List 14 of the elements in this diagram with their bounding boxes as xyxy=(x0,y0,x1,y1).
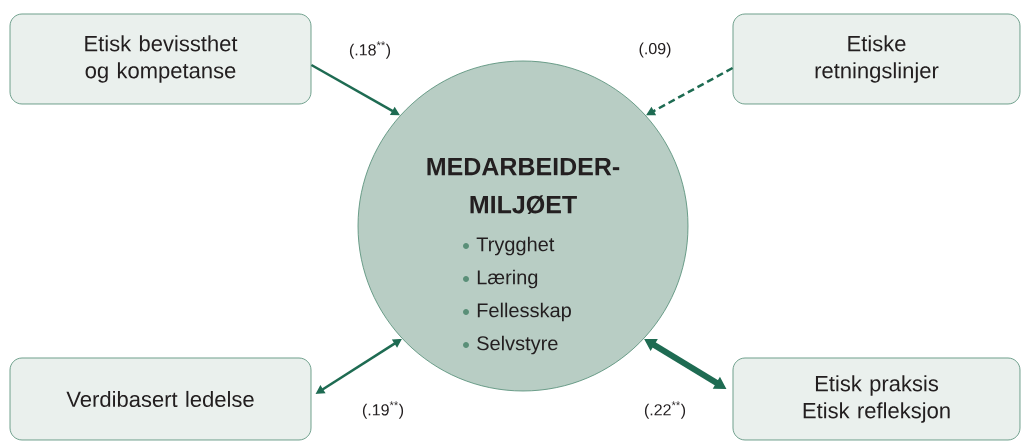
edge-label: (.09) xyxy=(639,42,671,58)
bullet-item: Læring xyxy=(463,269,538,289)
text-box: Etisk bevissthet og kompetanse xyxy=(9,13,312,105)
text-box: Etiske retningslinjer xyxy=(732,13,1021,105)
heading: MEDARBEIDER- MILJØET xyxy=(427,157,620,215)
bullet-item: Trygghet xyxy=(463,236,555,256)
text-box: Etisk praksis Etisk refleksjon xyxy=(732,357,1021,441)
bullet-item: Selvstyre xyxy=(463,335,558,355)
edge-label: (.22$^{**}$) xyxy=(644,401,686,419)
edge-label: (.19$^{**}$) xyxy=(362,401,404,419)
edge-label: (.18$^{**}$) xyxy=(349,41,391,59)
text-box: Verdibasert ledelse xyxy=(9,357,312,441)
bullet-item: Fellesskap xyxy=(463,302,571,322)
arrow xyxy=(310,63,400,116)
